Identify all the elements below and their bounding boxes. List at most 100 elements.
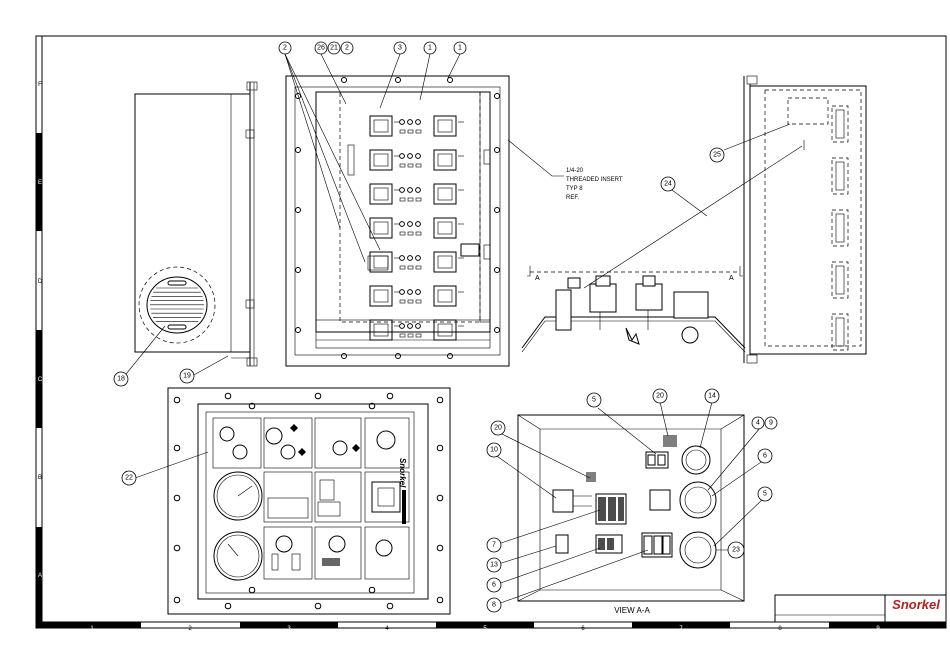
component bbox=[400, 164, 405, 167]
component bbox=[400, 188, 405, 193]
svg-text:22: 22 bbox=[125, 475, 133, 482]
component bbox=[400, 324, 405, 329]
panel-cells bbox=[213, 418, 409, 580]
svg-text:6: 6 bbox=[763, 453, 767, 460]
panel-hole bbox=[174, 545, 180, 551]
svg-text:18: 18 bbox=[117, 376, 125, 383]
component bbox=[408, 164, 413, 167]
component bbox=[400, 256, 405, 261]
component bbox=[408, 154, 413, 159]
mounting-holes bbox=[296, 78, 500, 359]
panel-hole bbox=[225, 603, 231, 609]
zone-number: 4 bbox=[385, 626, 389, 632]
panel-hole bbox=[225, 393, 231, 399]
relay-socket bbox=[370, 252, 400, 272]
mounting-hole bbox=[342, 78, 347, 83]
item-balloon: 5 bbox=[758, 487, 772, 501]
zone-number: 6 bbox=[581, 626, 585, 632]
relay-socket bbox=[370, 184, 400, 204]
component bbox=[408, 130, 413, 133]
panel-hole bbox=[174, 597, 180, 603]
mounting-hole bbox=[296, 328, 301, 333]
component bbox=[416, 222, 421, 227]
component bbox=[408, 290, 413, 295]
insert-note: 1/4-20 THREADED INSERT TYP 8 REF. bbox=[508, 140, 623, 201]
svg-text:7: 7 bbox=[492, 542, 496, 549]
item-balloon: 2 bbox=[279, 42, 291, 54]
component bbox=[408, 198, 413, 201]
connector-slot bbox=[832, 210, 848, 246]
svg-text:14: 14 bbox=[708, 393, 716, 400]
component bbox=[416, 266, 421, 269]
item-balloon: 14 bbox=[705, 389, 719, 403]
mounting-hole bbox=[396, 354, 401, 359]
item-balloon: 25 bbox=[710, 148, 724, 162]
svg-text:1: 1 bbox=[428, 45, 432, 52]
mounting-hole bbox=[296, 268, 301, 273]
mounting-hole bbox=[396, 78, 401, 83]
svg-text:6: 6 bbox=[492, 582, 496, 589]
component bbox=[408, 256, 413, 261]
zone-number: 2 bbox=[188, 626, 192, 632]
relay-socket bbox=[434, 252, 464, 272]
component bbox=[400, 154, 405, 159]
mounting-hole bbox=[448, 354, 453, 359]
panel-hole bbox=[387, 393, 393, 399]
component bbox=[416, 232, 421, 235]
component bbox=[408, 266, 413, 269]
panel-hole bbox=[174, 495, 180, 501]
connector-slot bbox=[832, 262, 848, 298]
svg-text:26: 26 bbox=[317, 45, 325, 52]
mounting-hole bbox=[448, 78, 453, 83]
zone-number: 8 bbox=[778, 626, 782, 632]
relay-socket bbox=[370, 286, 400, 306]
relay-socket bbox=[370, 320, 400, 340]
zone-letter: B bbox=[38, 475, 42, 481]
view-a-a-components bbox=[553, 435, 716, 568]
component bbox=[416, 130, 421, 133]
svg-text:9: 9 bbox=[769, 420, 773, 427]
item-balloon: 22 bbox=[122, 471, 136, 485]
relay-socket bbox=[434, 150, 464, 170]
section-view: A A bbox=[522, 266, 745, 352]
panel-hole bbox=[437, 597, 443, 603]
component bbox=[400, 120, 405, 125]
component bbox=[416, 324, 421, 329]
svg-text:24: 24 bbox=[664, 181, 672, 188]
panel-hole bbox=[437, 397, 443, 403]
item-balloons: 2 26 21 2 3 1 1 25 24 18 19 22 5 20 14 4… bbox=[114, 42, 777, 612]
panel-hole bbox=[315, 603, 321, 609]
component bbox=[400, 232, 405, 235]
svg-text:19: 19 bbox=[183, 373, 191, 380]
mounting-hole bbox=[495, 94, 500, 99]
item-balloon: 3 bbox=[394, 42, 406, 54]
mounting-hole bbox=[495, 148, 500, 153]
svg-text:23: 23 bbox=[732, 547, 740, 554]
component bbox=[416, 188, 421, 193]
panel-hole bbox=[437, 545, 443, 551]
panel-hole bbox=[249, 587, 255, 593]
component bbox=[408, 300, 413, 303]
svg-text:20: 20 bbox=[656, 393, 664, 400]
title-block: Snorkel bbox=[775, 595, 946, 622]
component bbox=[416, 290, 421, 295]
relay-socket bbox=[370, 218, 400, 238]
item-balloon: 8 bbox=[487, 598, 501, 612]
relay-socket bbox=[370, 150, 400, 170]
component bbox=[416, 198, 421, 201]
item-balloon: 6 bbox=[758, 449, 772, 463]
mounting-hole bbox=[495, 208, 500, 213]
component bbox=[400, 198, 405, 201]
note-line: TYP 8 bbox=[566, 186, 583, 192]
panel-hole bbox=[174, 445, 180, 451]
item-balloon: 2 bbox=[341, 42, 353, 54]
item-balloon: 7 bbox=[487, 538, 501, 552]
item-balloon: 1 bbox=[454, 42, 466, 54]
view-label: VIEW A-A bbox=[614, 606, 650, 615]
connector-slot bbox=[832, 314, 848, 350]
panel-hole bbox=[315, 393, 321, 399]
connector-slot bbox=[832, 158, 848, 194]
component bbox=[408, 324, 413, 329]
item-balloon: 20 bbox=[491, 421, 505, 435]
